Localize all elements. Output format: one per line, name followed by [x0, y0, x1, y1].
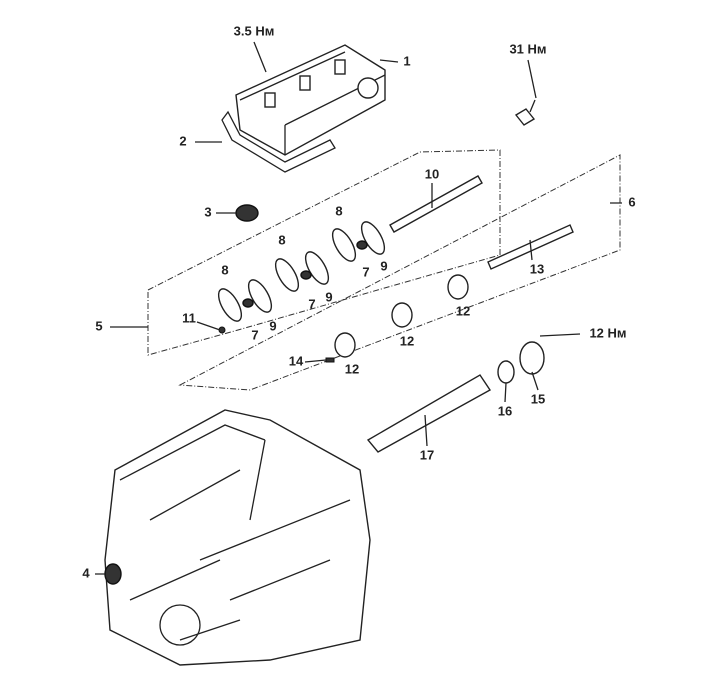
callout-9: 9 — [380, 258, 387, 273]
seal-3 — [235, 204, 259, 222]
callout-16: 16 — [498, 403, 512, 418]
bolt-31nm — [514, 108, 536, 126]
callout-6: 6 — [628, 194, 635, 209]
callout-7: 7 — [251, 327, 258, 342]
rocker-assembly-box-5 — [147, 149, 501, 356]
callout-9: 9 — [269, 318, 276, 333]
callout-12: 12 — [345, 361, 359, 376]
callout-10: 10 — [425, 166, 439, 181]
callout-7: 7 — [308, 296, 315, 311]
rocker-assembly-box-6 — [178, 154, 621, 391]
callout-12: 12 — [456, 303, 470, 318]
callout-8: 8 — [335, 203, 342, 218]
engine-block — [104, 409, 371, 666]
callout-17: 17 — [420, 447, 434, 462]
callout-12: 12 — [400, 333, 414, 348]
seal-16 — [497, 360, 515, 384]
torque-label-12: 12 Нм — [589, 325, 626, 340]
callout-13: 13 — [530, 261, 544, 276]
callout-8: 8 — [221, 262, 228, 277]
valve-cover-gasket — [221, 110, 336, 173]
torque-label-cover: 3.5 Нм — [234, 23, 275, 38]
callout-3: 3 — [204, 204, 211, 219]
callout-11: 11 — [182, 310, 196, 325]
callout-7: 7 — [362, 264, 369, 279]
torque-label-31: 31 Нм — [509, 41, 546, 56]
camshaft — [366, 374, 492, 453]
rocker-arms — [217, 221, 469, 363]
callout-14: 14 — [289, 353, 304, 368]
callout-15: 15 — [531, 391, 545, 406]
callout-1: 1 — [403, 53, 410, 68]
holder-15 — [519, 341, 545, 375]
callout-4: 4 — [82, 565, 90, 580]
callout-8: 8 — [278, 232, 285, 247]
callout-5: 5 — [95, 318, 102, 333]
plug-4 — [104, 563, 122, 585]
rocker-shaft-10 — [389, 175, 483, 233]
callout-9: 9 — [325, 289, 332, 304]
valve-cover — [235, 44, 386, 156]
callout-2: 2 — [179, 133, 186, 148]
